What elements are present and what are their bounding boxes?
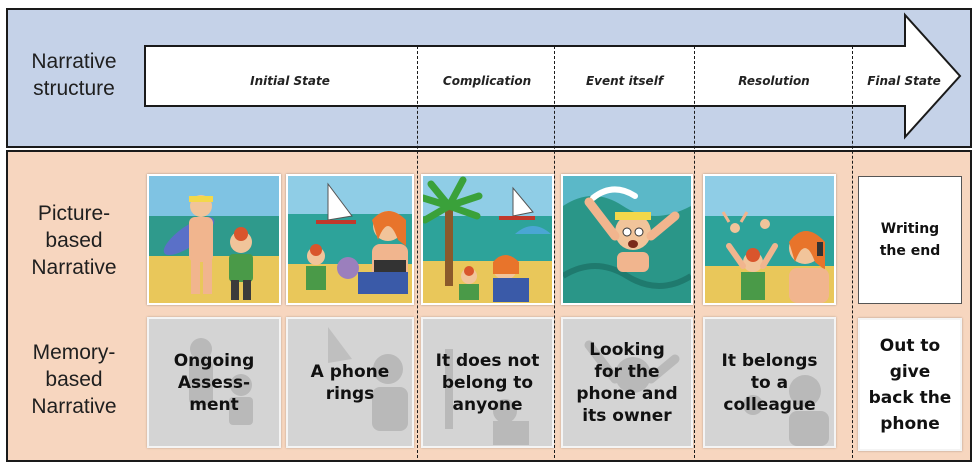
memory-final-state-box: Out to give back the phone: [858, 318, 962, 451]
memory-text-ongoing-assessment: Ongoing Assess- ment: [173, 350, 255, 415]
comic-panel-palm-tree-beach: [421, 174, 554, 305]
stage-resolution: Resolution: [738, 74, 810, 88]
stage-divider: [417, 46, 418, 458]
stage-event-itself: Event itself: [585, 74, 664, 88]
comic-panel-drowning-man: [561, 174, 693, 305]
stage-divider: [694, 46, 695, 458]
memory-panel-ongoing-assessment: Ongoing Assess- ment: [147, 317, 281, 448]
timeline-arrow: [144, 12, 962, 140]
stage-initial-state: Initial State: [250, 74, 330, 88]
comic-panel-surfer-and-boy: [147, 174, 281, 305]
stage-divider: [554, 46, 555, 458]
comic-panel-phone-call: [703, 174, 836, 305]
memory-panel-belongs-colleague: It belongs to a colleague: [703, 317, 836, 448]
memory-text-not-belong: It does not belong to anyone: [435, 350, 540, 415]
stage-complication: Complication: [442, 74, 532, 88]
picture-based-label: Picture- based Narrative: [31, 202, 117, 279]
memory-panel-not-belong: It does not belong to anyone: [421, 317, 554, 448]
memory-based-label: Memory- based Narrative: [31, 341, 117, 418]
memory-text-looking-owner: Looking for the phone and its owner: [576, 339, 678, 426]
memory-panel-phone-rings: A phone rings: [286, 317, 414, 448]
memory-panel-looking-owner: Looking for the phone and its owner: [561, 317, 693, 448]
comic-panel-ball-and-windsurfer: [286, 174, 414, 305]
stage-final-state: Final State: [867, 74, 941, 88]
memory-text-belongs-colleague: It belongs to a colleague: [721, 350, 818, 415]
narrative-structure-label: Narrative structure: [31, 50, 117, 100]
memory-text-phone-rings: A phone rings: [310, 361, 390, 404]
stage-divider: [852, 46, 853, 458]
picture-final-state-box: Writing the end: [858, 176, 962, 304]
